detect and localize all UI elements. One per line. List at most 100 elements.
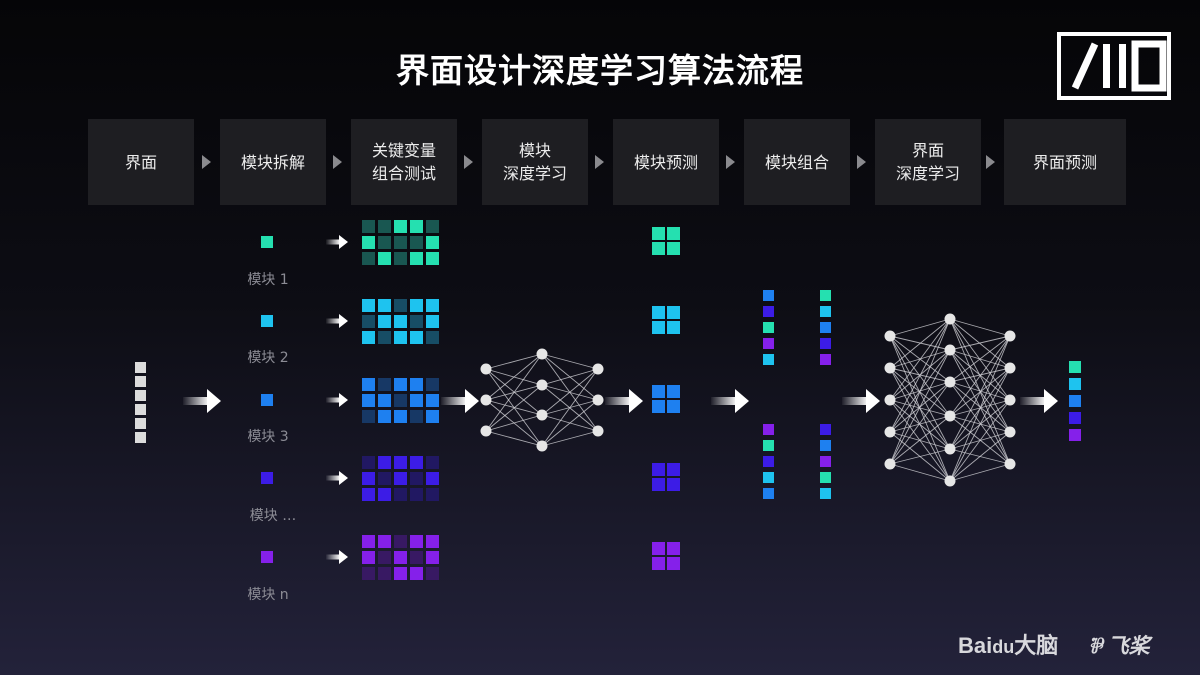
interface-network-edge bbox=[949, 335, 1011, 351]
interface-network-edge bbox=[949, 431, 1011, 482]
step-interface-learning: 界面 深度学习 bbox=[875, 119, 981, 205]
prediction-cell bbox=[667, 463, 680, 476]
paddle-logo: ⅌ 飞桨 bbox=[1088, 630, 1150, 660]
interface-network-node bbox=[1004, 330, 1016, 342]
interface-network-edge bbox=[949, 335, 1011, 482]
interface-network-node bbox=[884, 426, 896, 438]
paddle-mark-icon: ⅌ bbox=[1088, 635, 1102, 658]
prediction-cell bbox=[667, 478, 680, 491]
test-grid-cell bbox=[378, 236, 391, 249]
module-network-edge bbox=[485, 430, 543, 447]
small-arrow-head bbox=[339, 314, 348, 328]
step-module-split: 模块拆解 bbox=[220, 119, 326, 205]
test-grid-cell bbox=[362, 567, 375, 580]
baidu-logo-suffix: 大脑 bbox=[1014, 633, 1059, 658]
combination-cell bbox=[763, 290, 774, 301]
test-grid-cell bbox=[394, 299, 407, 312]
output-cell bbox=[1069, 378, 1081, 390]
module-network-node bbox=[592, 425, 604, 437]
step-interface: 界面 bbox=[88, 119, 194, 205]
test-grid-cell bbox=[410, 410, 423, 423]
interface-network-node bbox=[944, 376, 956, 388]
interface-network-edge bbox=[949, 318, 1011, 337]
test-grid-cell bbox=[394, 394, 407, 407]
step-variable-test: 关键变量 组合测试 bbox=[351, 119, 457, 205]
module-network-edge bbox=[541, 399, 599, 447]
module-label: 模块 … bbox=[249, 508, 297, 524]
test-grid-cell bbox=[410, 456, 423, 469]
test-grid-cell bbox=[410, 378, 423, 391]
test-grid-cell bbox=[426, 535, 439, 548]
interface-network-edge bbox=[949, 335, 1011, 450]
combination-cell bbox=[763, 424, 774, 435]
interface-network-node bbox=[884, 394, 896, 406]
step-arrow-icon bbox=[202, 155, 211, 169]
module-network-node bbox=[480, 394, 492, 406]
test-grid-cell bbox=[410, 472, 423, 485]
module-cell bbox=[261, 315, 273, 327]
combination-cell bbox=[820, 424, 831, 435]
test-grid-cell bbox=[378, 472, 391, 485]
interface-network-edge bbox=[949, 335, 1011, 383]
flow-arrow-shaft bbox=[711, 397, 737, 405]
prediction-cell bbox=[667, 242, 680, 255]
interface-network-edge bbox=[949, 399, 1011, 482]
baidu-logo-text: Bai bbox=[958, 633, 993, 658]
interface-network-edge bbox=[889, 399, 951, 417]
module-network-edge bbox=[541, 368, 599, 386]
interface-network-edge bbox=[889, 448, 951, 465]
module-cell bbox=[261, 472, 273, 484]
interface-network-edge bbox=[949, 367, 1011, 482]
test-grid-cell bbox=[378, 456, 391, 469]
interface-network-edge bbox=[889, 318, 951, 433]
combination-cell bbox=[820, 322, 831, 333]
test-grid-cell bbox=[378, 394, 391, 407]
test-grid-cell bbox=[410, 315, 423, 328]
interface-network-node bbox=[1004, 362, 1016, 374]
test-grid-cell bbox=[394, 378, 407, 391]
combination-cell bbox=[820, 338, 831, 349]
small-arrow-shaft bbox=[326, 318, 340, 324]
test-grid-cell bbox=[410, 331, 423, 344]
input-cell bbox=[135, 432, 146, 443]
interface-network-node bbox=[884, 458, 896, 470]
flow-arrow-shaft bbox=[605, 397, 631, 405]
prediction-cell bbox=[667, 227, 680, 240]
interface-network-edge bbox=[949, 367, 1011, 383]
test-grid-cell bbox=[378, 315, 391, 328]
prediction-cell bbox=[667, 385, 680, 398]
step-arrow-icon bbox=[464, 155, 473, 169]
test-grid-cell bbox=[378, 410, 391, 423]
module-network-node bbox=[536, 440, 548, 452]
interface-network-edge bbox=[889, 318, 951, 465]
test-grid-cell bbox=[426, 315, 439, 328]
module-network-node bbox=[536, 348, 548, 360]
combination-cell bbox=[763, 338, 774, 349]
test-grid-cell bbox=[426, 472, 439, 485]
small-arrow-head bbox=[339, 550, 348, 564]
module-network-node bbox=[480, 363, 492, 375]
test-grid-cell bbox=[410, 252, 423, 265]
test-grid-cell bbox=[410, 220, 423, 233]
prediction-cell bbox=[652, 385, 665, 398]
interface-network-node bbox=[884, 330, 896, 342]
step-module-combine: 模块组合 bbox=[744, 119, 850, 205]
step-module-learning: 模块 深度学习 bbox=[482, 119, 588, 205]
output-cell bbox=[1069, 361, 1081, 373]
interface-network-node bbox=[944, 344, 956, 356]
module-network-edge bbox=[541, 353, 599, 370]
test-grid-cell bbox=[410, 236, 423, 249]
test-grid-cell bbox=[362, 472, 375, 485]
test-grid-cell bbox=[394, 535, 407, 548]
module-network-edge bbox=[485, 353, 543, 401]
test-grid-cell bbox=[362, 551, 375, 564]
test-grid-cell bbox=[426, 488, 439, 501]
interface-network-edge bbox=[889, 381, 951, 465]
flow-arrow-head bbox=[735, 389, 749, 413]
step-interface-predict: 界面预测 bbox=[1004, 119, 1126, 205]
flow-arrow-shaft bbox=[183, 397, 209, 405]
test-grid-cell bbox=[426, 378, 439, 391]
test-grid-cell bbox=[362, 378, 375, 391]
combination-cell bbox=[763, 322, 774, 333]
flow-arrow-shaft bbox=[1020, 397, 1046, 405]
